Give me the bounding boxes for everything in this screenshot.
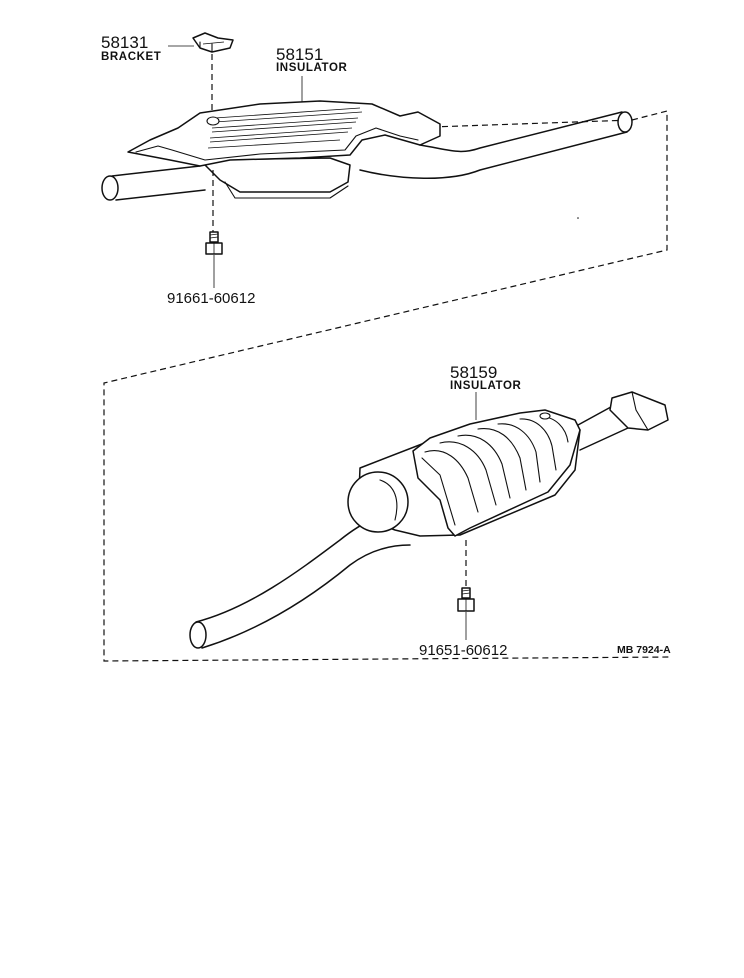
front-exhaust-pipe: [101, 111, 633, 201]
bolt-part-number-lower: 91651-60612: [419, 642, 507, 659]
assembly-boundary: [103, 110, 673, 662]
catalytic-converter-body: [199, 157, 351, 199]
part-name-insulator-lower: INSULATOR: [450, 380, 522, 392]
insulator-58151: [127, 100, 441, 167]
part-number-insulator-upper: 58151: [276, 45, 323, 64]
speck: [577, 217, 579, 219]
part-number-insulator-lower: 58159: [450, 363, 497, 382]
bolt-part-number-upper: 91661-60612: [167, 290, 255, 307]
part-name-insulator-upper: INSULATOR: [276, 62, 348, 74]
part-name-bracket: BRACKET: [101, 51, 161, 63]
bolt-91661-60612: [205, 231, 223, 255]
bolt-91651-60612: [457, 587, 475, 612]
diagram-reference-code: MB 7924-A: [617, 644, 671, 656]
outlet-pipe: [577, 391, 669, 451]
insulator-58159: [412, 409, 581, 537]
part-number-bracket: 58131: [101, 33, 148, 52]
bracket-58131: [192, 32, 234, 53]
